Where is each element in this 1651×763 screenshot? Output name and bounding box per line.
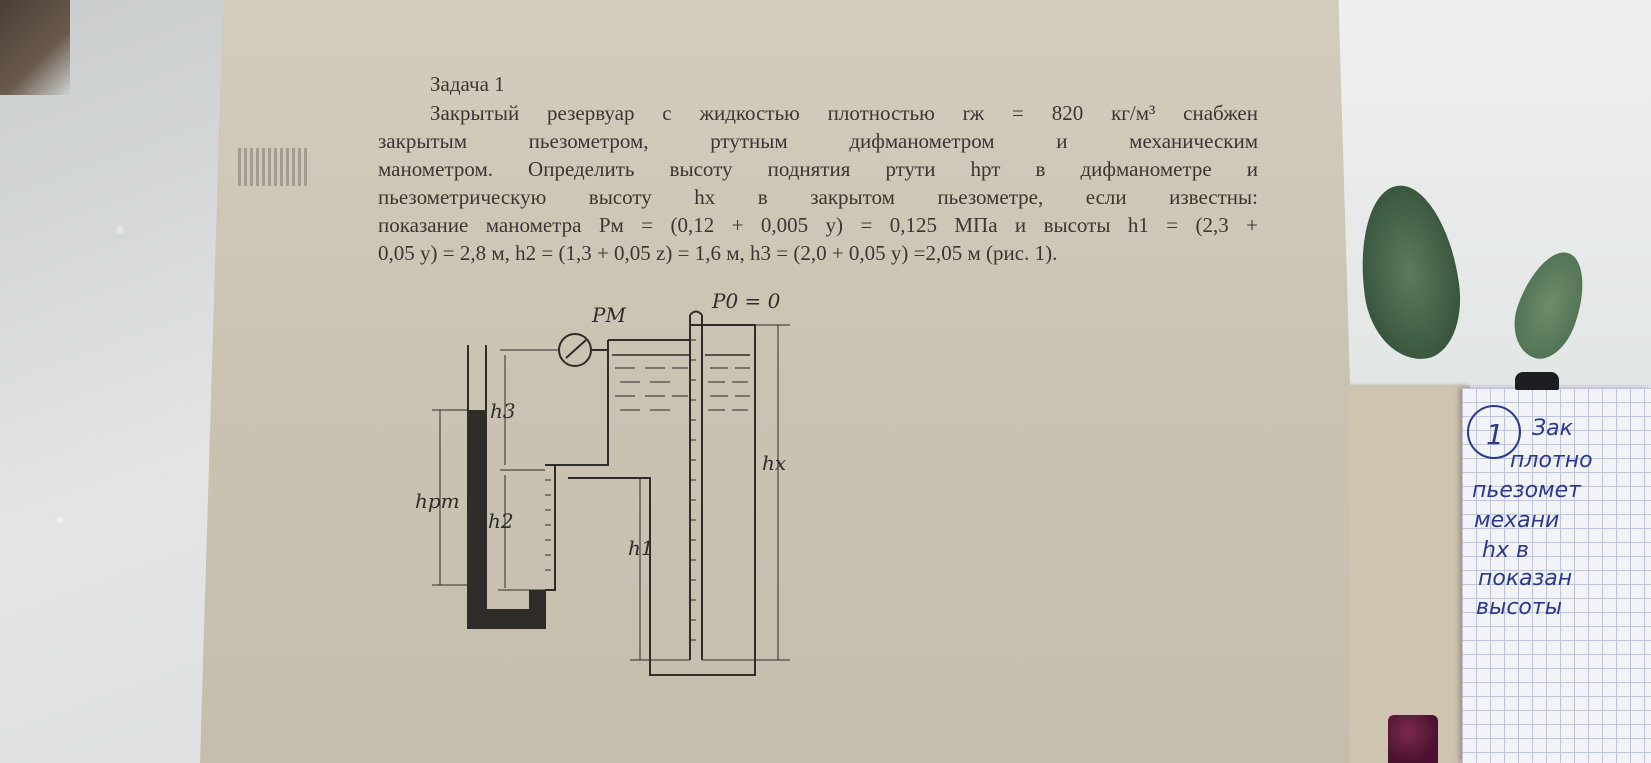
piezometer-scale bbox=[545, 339, 696, 641]
h3-label: h3 bbox=[490, 399, 516, 423]
problem-line-6: 0,05 у) = 2,8 м, h2 = (1,3 + 0,05 z) = 1… bbox=[378, 241, 1058, 265]
handwritten-line-5: hx в bbox=[1482, 538, 1529, 563]
p0-label: P0 = 0 bbox=[711, 289, 781, 313]
print-marks bbox=[238, 148, 308, 186]
problem-title: Задача 1 bbox=[430, 72, 505, 96]
hrt-label: hрт bbox=[415, 489, 460, 513]
dark-corner bbox=[0, 0, 70, 95]
bottle-cap bbox=[1388, 715, 1438, 763]
mercury-column bbox=[468, 410, 545, 628]
side-card bbox=[1350, 385, 1470, 763]
problem-line-2: закрытым пьезометром, ртутным дифманомет… bbox=[378, 129, 1258, 153]
h1-label: h1 bbox=[628, 536, 654, 560]
hx-label: hx bbox=[762, 451, 786, 475]
reservoir-right-wall bbox=[568, 324, 756, 676]
handwritten-line-1: Зак bbox=[1532, 416, 1573, 441]
decor-tile bbox=[1291, 0, 1651, 390]
handwritten-line-4: механи bbox=[1474, 508, 1560, 533]
pm-label: PM bbox=[591, 303, 626, 327]
problem-line-5: показание манометра Pм = (0,12 + 0,005 у… bbox=[378, 213, 1258, 237]
problem-line-4: пьезометрическую высоту hx в закрытом пь… bbox=[378, 185, 1258, 209]
handwritten-line-6: показан bbox=[1478, 566, 1573, 591]
problem-line-3: манометром. Определить высоту поднятия р… bbox=[378, 157, 1258, 181]
liquid-hatching bbox=[615, 367, 750, 411]
piezometer-cap bbox=[689, 310, 703, 316]
problem-sheet bbox=[200, 0, 1350, 763]
pen-cap-top bbox=[1515, 372, 1559, 390]
u-tube-inner bbox=[485, 345, 531, 611]
manometer-needle bbox=[565, 339, 587, 359]
handwritten-line-3: пьезомет bbox=[1472, 478, 1581, 503]
problem-text: Задача 1 Закрытый резервуар с жидкостью … bbox=[378, 70, 1258, 267]
handwritten-line-2: плотно bbox=[1510, 448, 1593, 473]
handwritten-line-7: высоты bbox=[1476, 595, 1563, 620]
circled-number: 1 bbox=[1486, 418, 1504, 451]
notebook-page: 1 Зак плотно пьезомет механи hx в показа… bbox=[1462, 388, 1651, 763]
h2-label: h2 bbox=[488, 509, 514, 533]
notebook-margin bbox=[1467, 405, 1521, 459]
problem-line-1: Закрытый резервуар с жидкостью плотность… bbox=[430, 101, 1258, 125]
